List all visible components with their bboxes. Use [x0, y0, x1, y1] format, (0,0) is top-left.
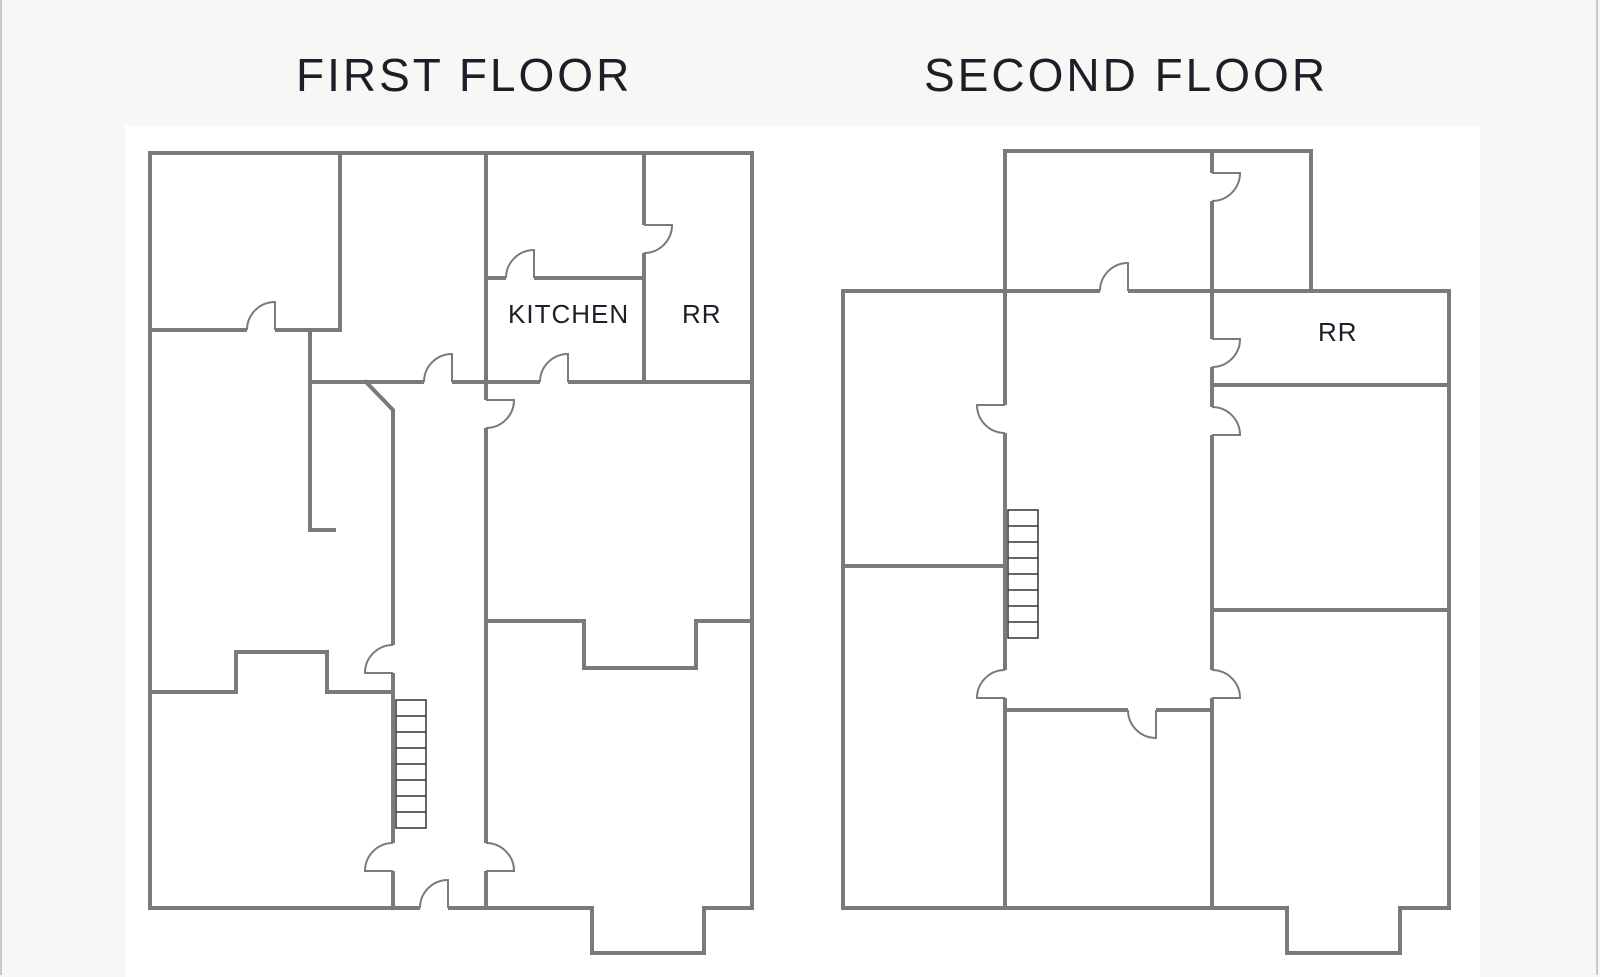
second-floor-outer-wall	[841, 149, 1451, 955]
plan-paper	[125, 126, 1480, 977]
door-swing	[423, 352, 453, 383]
first-floor-outer-wall	[148, 151, 754, 955]
door-swing	[419, 878, 449, 909]
second-floor-title: SECOND FLOOR	[924, 49, 1329, 101]
first-floor-restroom-label: RR	[682, 299, 722, 329]
first-floor-wall	[363, 379, 395, 910]
door-swing	[1211, 338, 1242, 368]
first-floor-stairs	[395, 699, 427, 829]
door-swing	[363, 644, 394, 674]
door-swing	[1211, 406, 1242, 436]
first-floor-wall	[148, 650, 395, 694]
door-swing	[1127, 709, 1157, 740]
door-swing	[975, 404, 1006, 434]
door-swing	[539, 352, 569, 383]
door-swing	[643, 224, 674, 254]
first-floor-plan: KITCHEN RR	[148, 151, 754, 955]
first-floor-doors	[246, 224, 674, 913]
door-swing	[1211, 669, 1242, 699]
door-swing	[363, 842, 394, 872]
kitchen-label: KITCHEN	[508, 299, 629, 329]
first-floor-title: FIRST FLOOR	[296, 49, 633, 101]
door-swing	[485, 399, 516, 429]
door-swing	[505, 248, 535, 279]
second-floor-doors	[975, 172, 1242, 740]
second-floor-plan: RR	[841, 149, 1451, 955]
door-swing	[1099, 261, 1129, 292]
door-swing	[975, 669, 1006, 699]
second-floor-restroom-label: RR	[1318, 317, 1358, 347]
first-floor-wall	[484, 619, 754, 670]
door-swing	[246, 300, 276, 331]
door-swing	[1211, 172, 1242, 202]
door-swing	[485, 842, 516, 872]
second-floor-stairs	[1007, 509, 1039, 639]
